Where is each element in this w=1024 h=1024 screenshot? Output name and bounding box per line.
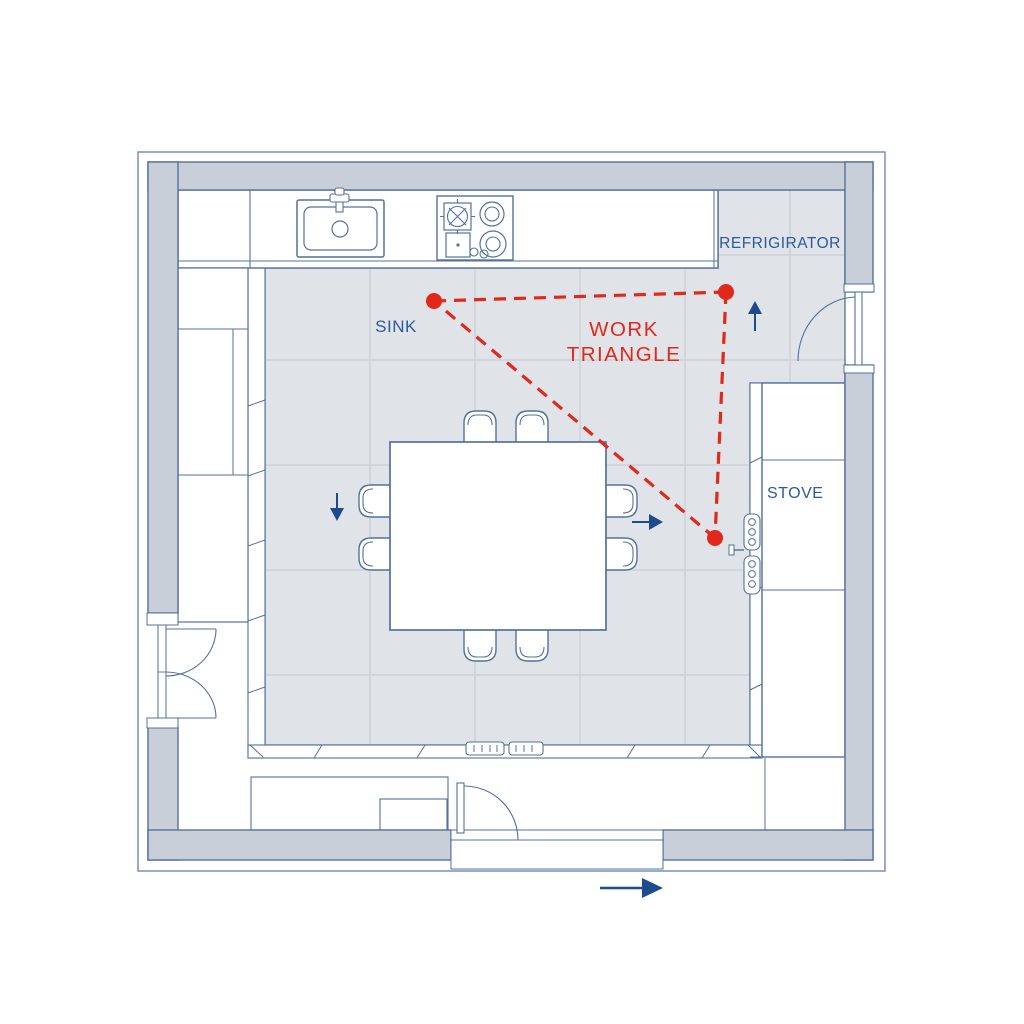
floor-vent xyxy=(465,741,505,756)
wall-left-upper xyxy=(147,161,179,614)
chair xyxy=(515,629,549,662)
door-frame xyxy=(157,624,167,719)
work-triangle: WORK TRIANGLE xyxy=(426,284,734,546)
chair xyxy=(463,629,497,662)
door-panel xyxy=(456,782,465,834)
chair xyxy=(515,410,549,443)
work-triangle-vertex-stove xyxy=(707,530,723,546)
sink-label: SINK xyxy=(375,317,417,336)
door-panel xyxy=(854,291,863,366)
door-jamb xyxy=(843,283,875,293)
work-triangle-edge-refrigerator-stove xyxy=(713,291,728,539)
work-triangle-label-line2: TRIANGLE xyxy=(567,343,682,366)
burner-ring xyxy=(446,205,469,228)
door-right xyxy=(797,291,863,366)
faucet-cap xyxy=(334,187,345,196)
flow-arrow-up xyxy=(748,301,762,331)
stove-cabinet xyxy=(728,382,846,830)
refrigerator-label: REFRIGIRATOR xyxy=(719,235,841,252)
door-swing-arc xyxy=(165,628,217,677)
work-triangle-vertex-sink xyxy=(426,293,442,309)
sink-drain xyxy=(331,220,349,238)
work-triangle-edge-sink-refrigerator xyxy=(433,290,727,303)
dining-table xyxy=(389,441,607,631)
door-bottom xyxy=(450,782,664,870)
stove-knob-panel xyxy=(743,513,761,551)
stove-knob-panel xyxy=(743,555,761,595)
stove-label: STOVE xyxy=(767,485,823,502)
flow-arrow-right xyxy=(632,514,663,530)
vent-slats xyxy=(515,745,533,752)
door-jamb xyxy=(146,612,179,626)
cooktop-knob xyxy=(479,249,489,259)
floor-vents xyxy=(465,741,544,756)
stove-knob xyxy=(748,538,756,546)
chair xyxy=(358,484,391,518)
cabinet xyxy=(177,267,249,623)
floor-edge-strip-left xyxy=(247,267,266,759)
chair xyxy=(358,537,391,571)
door-jamb xyxy=(843,364,875,374)
entry-arrow-right xyxy=(600,878,663,898)
work-triangle-vertex-refrigerator xyxy=(718,284,734,300)
bottom-platforms xyxy=(250,776,449,831)
floor-vent xyxy=(508,741,544,756)
sink-fixture xyxy=(296,187,385,258)
work-triangle-label-line1: WORK xyxy=(589,318,659,341)
cooktop-fixture xyxy=(436,195,514,261)
cooktop-knob xyxy=(469,247,479,257)
burner-spokes xyxy=(440,199,475,234)
edge-strip-ticks xyxy=(247,399,266,694)
floor-edge-strip-bottom xyxy=(247,744,763,759)
burner-ring xyxy=(485,236,501,252)
door-swing-arc xyxy=(797,296,856,362)
vent-slats xyxy=(473,745,498,752)
stove-knob xyxy=(748,560,756,568)
door-jamb xyxy=(146,717,179,729)
left-cabinets xyxy=(177,267,249,623)
stove-knob xyxy=(748,518,756,526)
wall-bottom-right xyxy=(662,829,874,861)
cooktop-body xyxy=(436,195,514,261)
sink-basin-inner xyxy=(303,206,378,251)
door-swing-arc xyxy=(463,785,519,841)
wall-top xyxy=(147,161,874,191)
wall-right-lower xyxy=(844,364,874,861)
wall-bottom-left xyxy=(147,829,452,861)
burner-ring xyxy=(479,230,507,258)
dining-table-set xyxy=(358,410,638,662)
stove-handle-end xyxy=(728,544,735,556)
direction-arrows xyxy=(330,301,762,898)
flow-arrow-down xyxy=(330,493,344,521)
burner-ring xyxy=(484,206,500,222)
chair xyxy=(605,537,638,571)
stove-knob xyxy=(748,570,756,578)
edge-strip-ticks xyxy=(249,744,761,759)
burner-square xyxy=(445,232,471,258)
walls xyxy=(147,161,874,861)
chair xyxy=(463,410,497,443)
chair xyxy=(605,484,638,518)
outer-boundary xyxy=(137,151,886,872)
stove-unit xyxy=(761,382,846,758)
door-swing-arc xyxy=(165,671,217,719)
platform xyxy=(379,798,448,831)
door-threshold xyxy=(450,829,664,870)
wall-right-upper xyxy=(844,161,874,293)
double-door-left xyxy=(157,624,217,719)
stove-knob xyxy=(748,528,756,536)
burner-dot xyxy=(456,243,460,247)
work-triangle-edge-stove-sink xyxy=(432,299,717,540)
stove-knob xyxy=(748,580,756,588)
burner-ring xyxy=(479,201,505,227)
